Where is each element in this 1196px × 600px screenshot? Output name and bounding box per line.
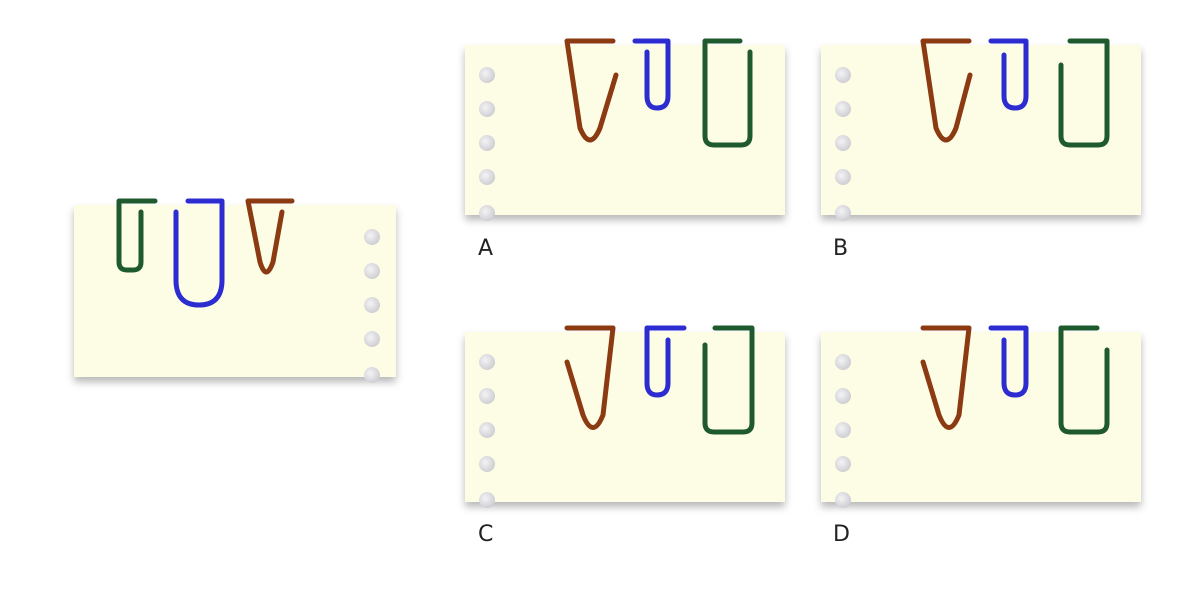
punch-holes xyxy=(835,67,851,221)
punch-hole xyxy=(479,422,495,438)
punch-hole xyxy=(479,354,495,370)
punch-hole xyxy=(479,456,495,472)
option-c-label[interactable]: C xyxy=(478,522,494,547)
punch-hole xyxy=(364,331,380,347)
punch-hole xyxy=(835,169,851,185)
green-paper-clip xyxy=(1058,38,1110,148)
blue-paper-clip xyxy=(632,38,671,111)
brown-paper-clip xyxy=(564,325,616,430)
punch-hole xyxy=(835,205,851,221)
punch-hole xyxy=(479,135,495,151)
option-b-label[interactable]: B xyxy=(833,236,849,261)
punch-hole xyxy=(479,492,495,508)
punch-hole xyxy=(364,297,380,313)
punch-hole xyxy=(835,492,851,508)
punch-hole xyxy=(835,354,851,370)
punch-hole xyxy=(835,67,851,83)
green-paper-clip xyxy=(702,325,755,435)
option-a-card[interactable] xyxy=(465,38,785,221)
green-paper-clip xyxy=(1058,325,1110,435)
option-a-label[interactable]: A xyxy=(478,236,494,261)
punch-holes xyxy=(364,229,380,383)
punch-hole xyxy=(479,169,495,185)
punch-hole xyxy=(364,367,380,383)
punch-holes xyxy=(479,354,495,508)
punch-hole xyxy=(364,263,380,279)
original-card xyxy=(74,198,396,383)
punch-hole xyxy=(479,205,495,221)
brown-paper-clip xyxy=(564,38,619,143)
brown-paper-clip xyxy=(920,325,972,430)
punch-hole xyxy=(835,101,851,117)
brown-paper-clip xyxy=(245,198,295,275)
option-b-card[interactable] xyxy=(821,38,1141,221)
punch-hole xyxy=(835,388,851,404)
punch-hole xyxy=(479,67,495,83)
punch-holes xyxy=(835,354,851,508)
option-d-label[interactable]: D xyxy=(833,522,850,547)
option-d-card[interactable] xyxy=(821,325,1141,508)
blue-paper-clip xyxy=(988,325,1029,398)
punch-hole xyxy=(479,101,495,117)
blue-paper-clip xyxy=(173,198,225,308)
punch-holes xyxy=(479,67,495,221)
punch-hole xyxy=(835,135,851,151)
green-paper-clip xyxy=(702,38,753,148)
blue-paper-clip xyxy=(988,38,1029,111)
option-c-card[interactable] xyxy=(465,325,785,508)
punch-hole xyxy=(835,422,851,438)
punch-hole xyxy=(364,229,380,245)
punch-hole xyxy=(835,456,851,472)
paper-sheet xyxy=(74,205,396,377)
punch-hole xyxy=(479,388,495,404)
green-paper-clip xyxy=(116,198,158,273)
brown-paper-clip xyxy=(920,38,973,143)
blue-paper-clip xyxy=(644,325,687,398)
